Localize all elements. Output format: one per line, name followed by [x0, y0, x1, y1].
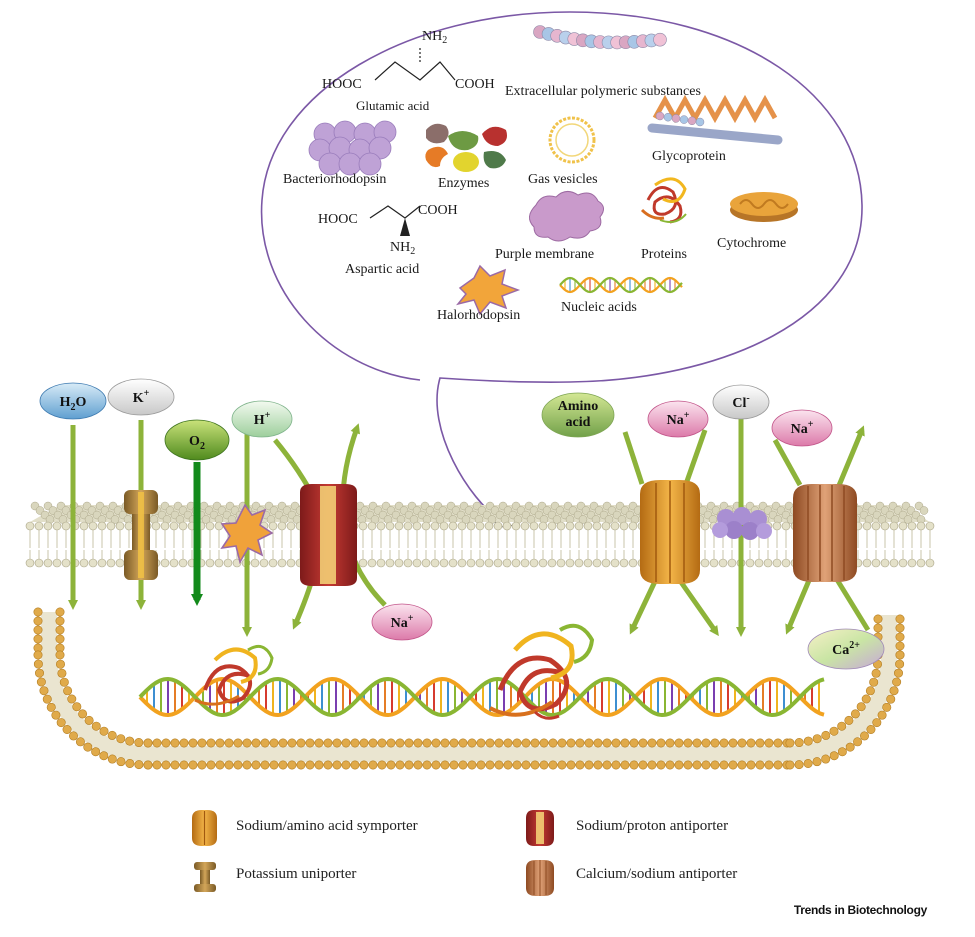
legend-symporter-icon — [192, 810, 217, 846]
halorhodopsin-icon — [456, 264, 521, 316]
svg-text:Amino: Amino — [558, 399, 598, 414]
ion-h2o: H2O — [39, 382, 107, 420]
legend-proton-antiporter-icon — [526, 810, 554, 846]
halorhodopsin-chloride-pump-icon — [712, 507, 772, 540]
na1-arrow — [683, 429, 708, 485]
ion-na-inside: Na+ — [371, 603, 433, 641]
calcium-in-left — [785, 577, 813, 635]
eps-label: Extracellular polymeric substances — [505, 84, 701, 99]
eps-bead-chain — [533, 25, 667, 50]
aspartic-hooc-label: HOOC — [318, 212, 358, 227]
svg-text:acid: acid — [566, 415, 591, 430]
svg-text:H+: H+ — [254, 410, 271, 428]
legend-uniporter-icon — [194, 862, 216, 892]
gas-vesicles-label: Gas vesicles — [528, 172, 598, 187]
nucleic-acid-small-helix-icon — [559, 276, 683, 294]
legend-uniporter-label: Potassium uniporter — [236, 866, 357, 882]
glycoprotein-label: Glycoprotein — [652, 149, 726, 164]
ion-k: K+ — [107, 378, 175, 416]
cell-envelope — [33, 607, 905, 770]
svg-text:H2O: H2O — [60, 395, 87, 413]
protein-ribbon-small — [194, 644, 274, 706]
enzymes-label: Enzymes — [438, 176, 489, 191]
sodium-proton-antiporter — [300, 484, 357, 586]
ion-h: H+ — [231, 400, 293, 438]
journal-credit: Trends in Biotechnology — [793, 903, 927, 917]
aspartic-cooh-label: COOH — [418, 203, 458, 218]
protein-ribbon-large — [489, 623, 595, 720]
svg-text:Na+: Na+ — [791, 419, 814, 437]
symporter-out-left — [629, 573, 661, 635]
aspartic-nh2-label: NH2 — [390, 240, 415, 257]
ion-ca: Ca2+ — [807, 628, 885, 670]
cytochrome-label: Cytochrome — [717, 236, 786, 251]
amino-arrow — [622, 431, 645, 485]
proteins-label: Proteins — [641, 247, 687, 262]
svg-text:Na+: Na+ — [391, 613, 414, 631]
calcium-sodium-antiporter — [793, 484, 857, 582]
dna-double-helix — [138, 677, 825, 717]
nucleic-acids-label: Nucleic acids — [561, 300, 637, 315]
glutamic-hooc-label: HOOC — [322, 77, 362, 92]
bacteriorhodopsin-icon — [308, 120, 397, 176]
ion-na-2: Na+ — [771, 409, 833, 447]
na2-arrow — [772, 438, 803, 487]
molecule-callout-bubble — [260, 11, 863, 521]
ion-na-1: Na+ — [647, 400, 709, 438]
glutamic-acid-label: Glutamic acid — [356, 98, 430, 113]
glycoprotein-icon — [647, 94, 783, 145]
purple-membrane-label: Purple membrane — [495, 247, 594, 262]
ion-amino-acid: Amino acid — [541, 392, 615, 438]
glutamic-acid-structure: HOOC COOH NH2 Glutamic acid — [322, 29, 495, 113]
cytochrome-icon — [730, 192, 798, 222]
gas-vesicle-icon — [548, 116, 596, 164]
symporter-out-right — [673, 573, 719, 637]
ion-cl: Cl- — [712, 384, 770, 420]
glutamic-cooh-label: COOH — [455, 77, 495, 92]
svg-text:K+: K+ — [133, 388, 150, 406]
potassium-uniporter — [124, 490, 158, 580]
aspartic-acid-structure: HOOC COOH NH2 Aspartic acid — [318, 203, 458, 277]
legend-proton-antiporter-label: Sodium/proton antiporter — [576, 818, 729, 834]
glutamic-nh2-label: NH2 — [422, 29, 447, 46]
purple-membrane-icon — [529, 191, 604, 242]
svg-text:Ca2+: Ca2+ — [832, 640, 860, 658]
halorhodopsin-membrane-icon — [220, 503, 274, 565]
enzymes-icon — [425, 123, 507, 172]
legend-symporter-label: Sodium/amino acid symporter — [236, 818, 418, 834]
ion-o2: O2 — [164, 419, 230, 461]
sodium-amino-acid-symporter — [640, 480, 700, 584]
bacteriorhodopsin-label: Bacteriorhodopsin — [283, 172, 386, 187]
svg-text:O2: O2 — [189, 434, 205, 452]
protein-ribbon-icon — [640, 177, 687, 224]
svg-text:Na+: Na+ — [667, 410, 690, 428]
calcium-in-right — [833, 576, 871, 632]
legend-calcium-antiporter-label: Calcium/sodium antiporter — [576, 866, 738, 882]
legend-calcium-antiporter-icon — [526, 860, 554, 896]
aspartic-acid-label: Aspartic acid — [345, 262, 419, 277]
svg-text:Cl-: Cl- — [732, 393, 749, 411]
halorhodopsin-label: Halorhodopsin — [437, 308, 520, 323]
